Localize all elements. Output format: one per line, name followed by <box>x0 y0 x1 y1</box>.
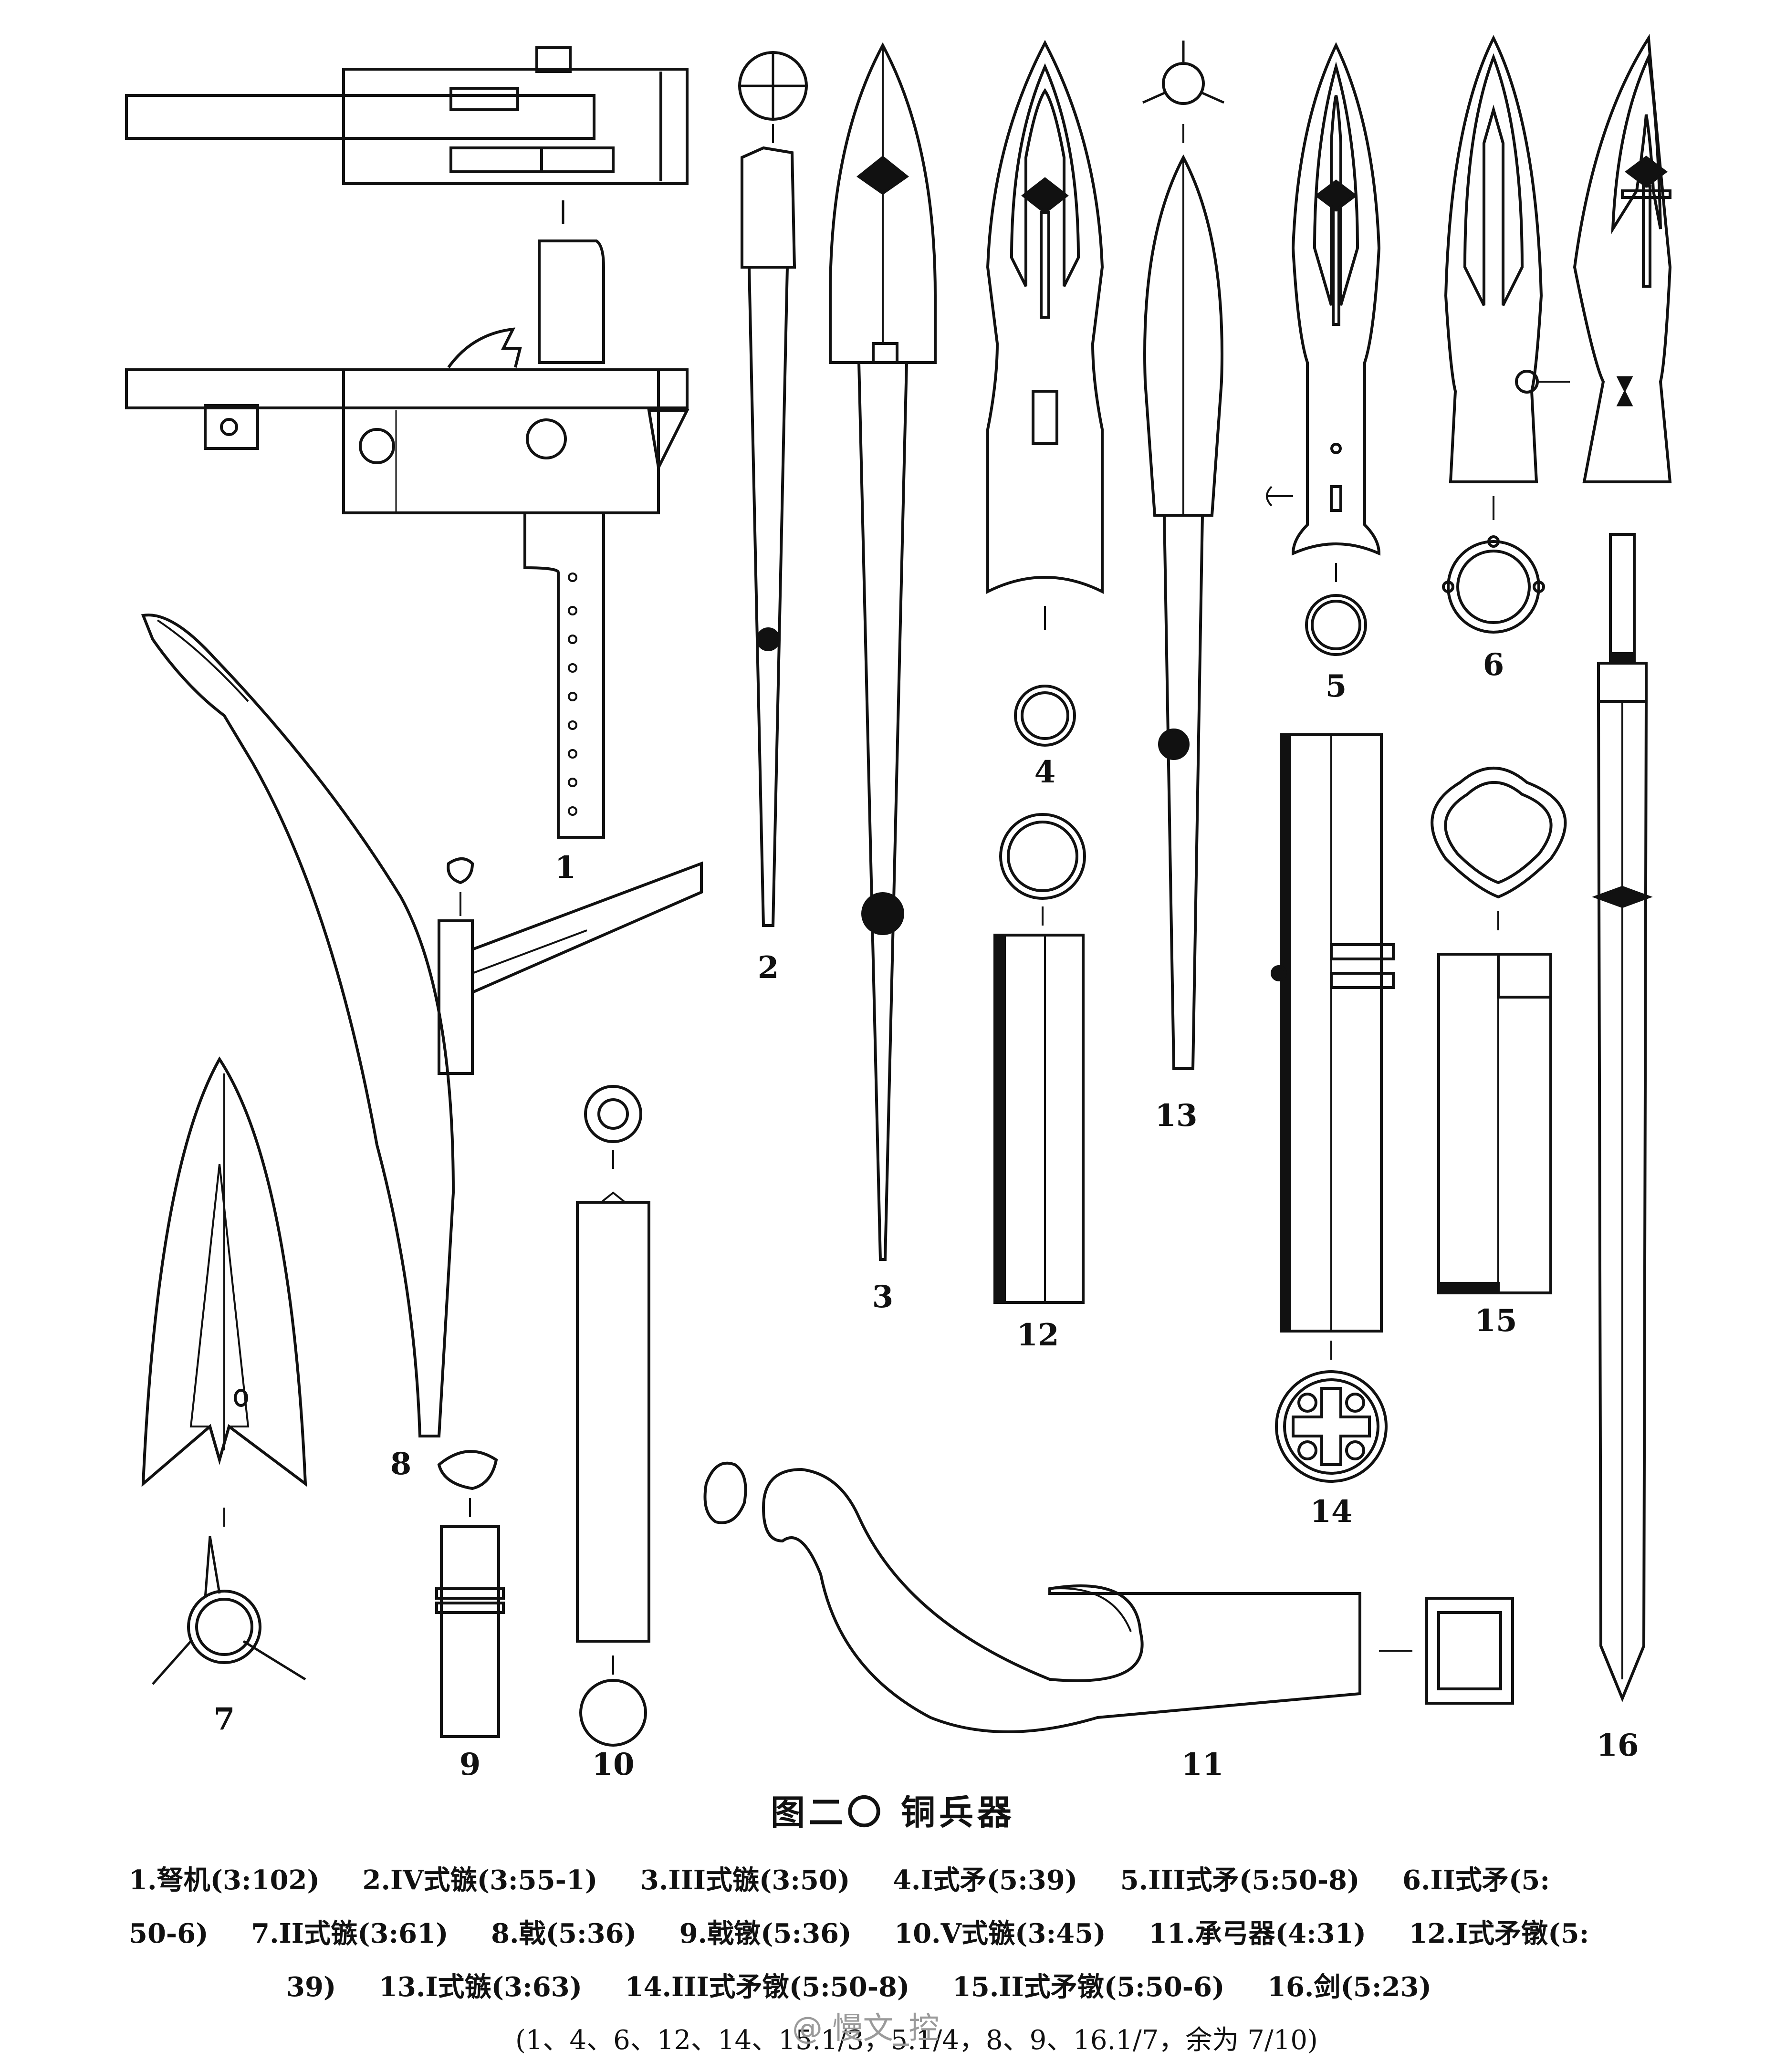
caption-item: 1.弩机(3:102) <box>129 1864 320 1896</box>
caption-item: 15.II式矛镦(5:50-6) <box>952 1971 1225 2003</box>
label-12: 12 <box>1016 1317 1059 1353</box>
caption-item: 5.III式矛(5:50-8) <box>1120 1864 1360 1896</box>
watermark: @ 慢文_控 <box>792 2011 940 2046</box>
item-12-spear-i-butt-cap: 12 <box>993 813 1086 1353</box>
caption-item: 9.戟镦(5:36) <box>679 1918 852 1949</box>
label-9: 9 <box>460 1747 481 1782</box>
figure-caption: 图二〇 铜兵器 1.弩机(3:102) 2.IV式镞(3:55-1) 3.III… <box>0 1784 1786 2067</box>
label-2: 2 <box>758 950 779 986</box>
item-9-halberd-butt-cap: 9 <box>435 1450 505 1782</box>
item-13-arrowhead-i: 13 <box>1142 41 1225 1134</box>
caption-item: 14.III式矛镦(5:50-8) <box>625 1971 910 2003</box>
caption-line-2: 50-6) 7.II式镞(3:61) 8.戟(5:36) 9.戟镦(5:36) … <box>0 1907 1786 1960</box>
label-4: 4 <box>1034 754 1056 790</box>
item-2-arrowhead-iv: 2 <box>738 51 808 986</box>
item-16-sword: 16 <box>1592 533 1653 1763</box>
item-11-bow-holder: 11 <box>703 1461 1514 1782</box>
label-16: 16 <box>1596 1728 1639 1763</box>
label-14: 14 <box>1310 1494 1352 1530</box>
item-6-spear-ii: 6 <box>1442 35 1545 683</box>
item-4-spear-i: 4 <box>986 40 1104 790</box>
label-5: 5 <box>1326 668 1347 704</box>
label-3: 3 <box>872 1279 894 1315</box>
label-10: 10 <box>592 1747 634 1782</box>
caption-item: 3.III式镞(3:50) <box>640 1864 850 1896</box>
caption-item: 7.II式镞(3:61) <box>251 1918 449 1949</box>
item-8-halberd: 8 <box>141 614 703 1482</box>
label-15: 15 <box>1474 1303 1517 1339</box>
bronze-weapons-plate: 1 2 3 4 <box>125 33 1672 1782</box>
label-13: 13 <box>1155 1098 1197 1134</box>
caption-scale-note: (1、4、6、12、14、15.1/3，5.1/4，8、9、16.1/7，余为 … <box>515 2025 1318 2056</box>
caption-item: 50-6) <box>129 1918 209 1949</box>
caption-item: 8.戟(5:36) <box>491 1918 637 1949</box>
caption-item: 16.剑(5:23) <box>1267 1971 1431 2003</box>
caption-item: 10.V式镞(3:45) <box>894 1918 1106 1949</box>
caption-item: 12.I式矛镦(5: <box>1409 1918 1589 1949</box>
caption-item: 4.I式矛(5:39) <box>892 1864 1078 1896</box>
label-8: 8 <box>390 1446 412 1482</box>
caption-item: 11.承弓器(4:31) <box>1149 1918 1367 1949</box>
label-11: 11 <box>1181 1747 1223 1782</box>
caption-line-3: 39) 13.I式镞(3:63) 14.III式矛镦(5:50-8) 15.II… <box>0 1960 1786 2014</box>
item-7-arrowhead-ii: 7 <box>141 1056 307 1737</box>
caption-item: 13.I式镞(3:63) <box>378 1971 583 2003</box>
caption-line-1: 1.弩机(3:102) 2.IV式镞(3:55-1) 3.III式镞(3:50)… <box>0 1853 1786 1907</box>
caption-title: 图二〇 铜兵器 <box>770 1792 1016 1833</box>
label-1: 1 <box>555 850 576 885</box>
item-15-spear-ii-butt-cap: 15 <box>1431 767 1567 1339</box>
item-5-spear-iii: 5 <box>1266 42 1381 704</box>
item-6-spear-ii-side-view <box>1515 33 1672 483</box>
item-14-spear-iii-butt-cap: 14 <box>1271 733 1395 1530</box>
caption-item: 39) <box>286 1971 336 2003</box>
caption-item: 2.IV式镞(3:55-1) <box>362 1864 598 1896</box>
item-1-crossbow-trigger: 1 <box>125 46 689 885</box>
item-3-arrowhead-iii: 3 <box>829 42 937 1315</box>
caption-item: 6.II式矛(5: <box>1402 1864 1550 1896</box>
label-6: 6 <box>1483 647 1504 683</box>
label-7: 7 <box>214 1701 235 1737</box>
item-10-arrowhead-v: 10 <box>576 1085 650 1782</box>
